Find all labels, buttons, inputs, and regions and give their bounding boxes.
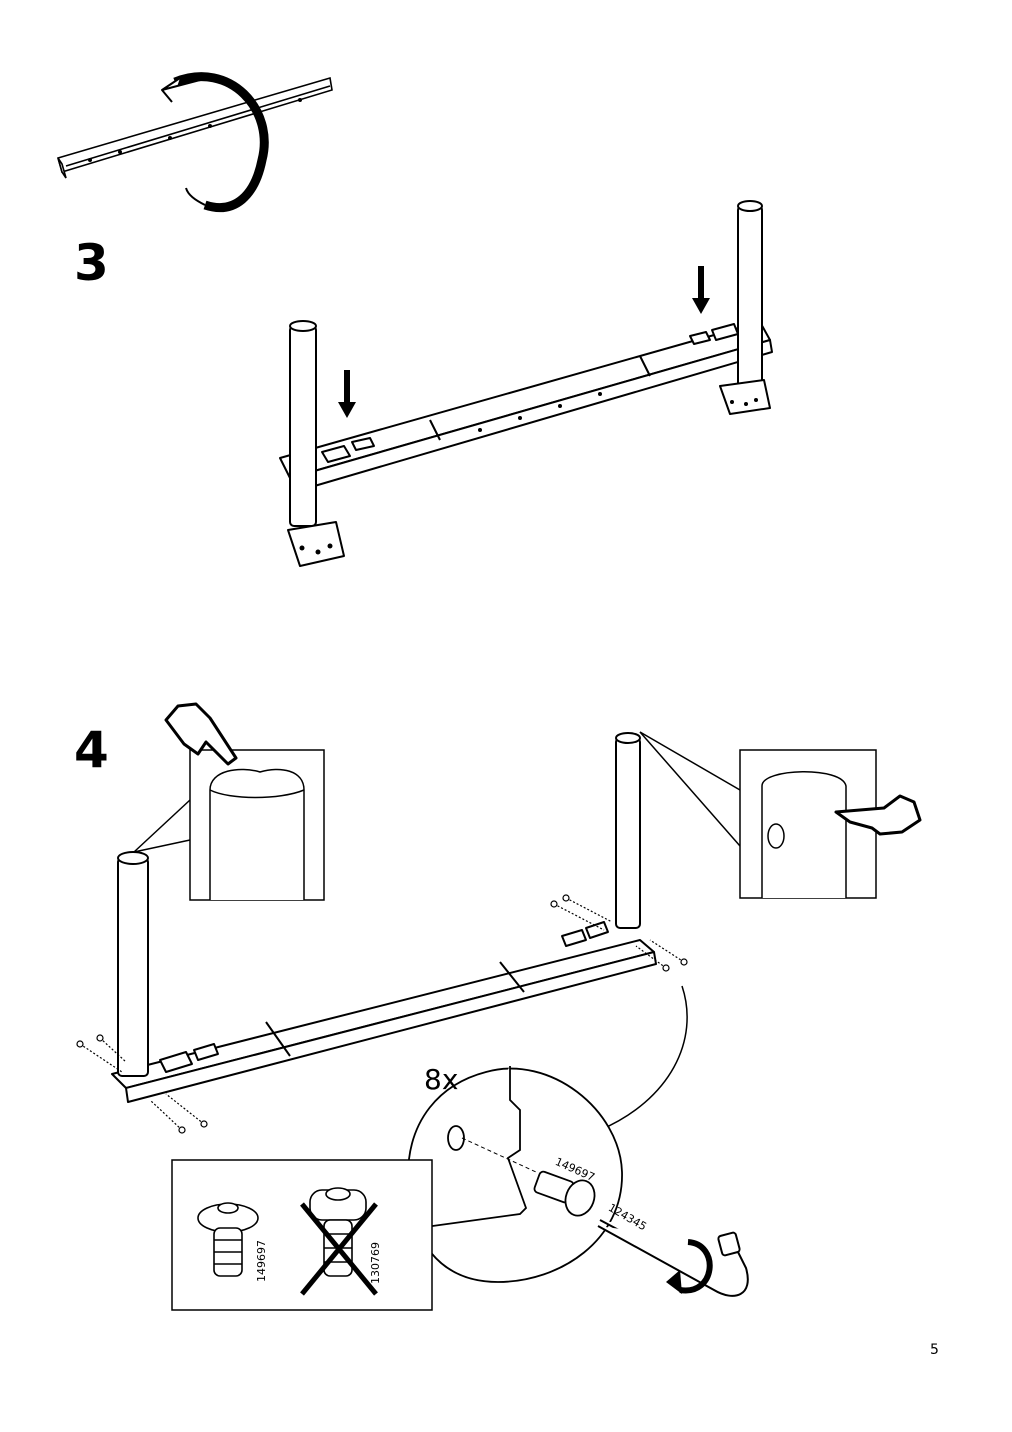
cross-icon (300, 1202, 378, 1296)
part-number-label: 130769 (369, 1242, 382, 1284)
pointing-hand-icon (164, 702, 238, 766)
down-arrow-icon (692, 266, 710, 314)
rotate-arrow-icon (173, 72, 269, 213)
step-number: 4 (74, 721, 109, 779)
page-number: 5 (930, 1342, 939, 1358)
step-number: 3 (74, 234, 109, 292)
down-arrow-icon (338, 370, 356, 418)
quantity-label: 8x (424, 1063, 459, 1096)
rotate-arrow-icon (679, 1239, 713, 1294)
part-number-label: 149697 (255, 1240, 268, 1282)
pointing-hand-icon (834, 794, 922, 836)
